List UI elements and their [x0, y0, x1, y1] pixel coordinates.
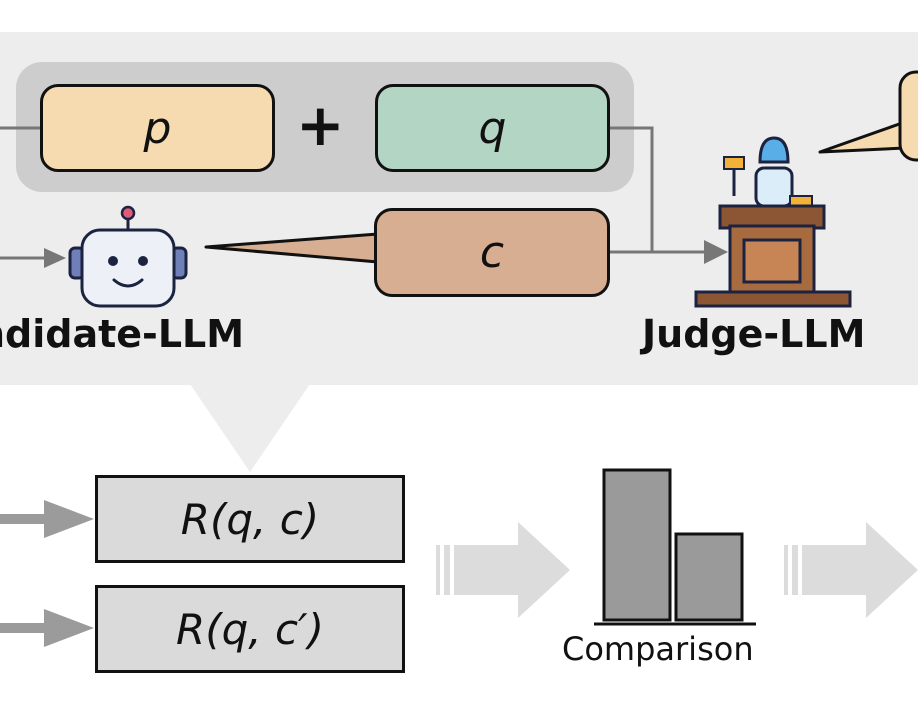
flow-arrow-icon	[436, 522, 570, 618]
robot-icon	[68, 205, 188, 308]
arrow-head-robot	[44, 248, 66, 268]
arrow-head-r1	[44, 500, 94, 538]
arrow-head-judge	[704, 240, 728, 264]
result-box-rqc-prime: R(q, c′)	[95, 585, 405, 673]
result-box-rqc: R(q, c)	[95, 475, 405, 563]
judge-speech-tail	[818, 120, 907, 154]
comparison-label: Comparison	[562, 630, 754, 668]
candidate-response-c: c	[374, 208, 610, 297]
question-token-q: q	[375, 84, 610, 172]
judge-llm-label: Judge-LLM	[642, 312, 866, 356]
q-to-judge-line	[610, 126, 654, 252]
judge-podium-icon	[694, 136, 852, 308]
judge-speech-bubble	[898, 70, 918, 162]
arrow-head-r2	[44, 609, 94, 647]
callout-pointer	[190, 384, 310, 472]
prompt-token-p: p	[40, 84, 275, 172]
flow-arrow-icon-2	[784, 522, 918, 618]
speech-tail-c	[204, 232, 380, 264]
candidate-llm-label: ndidate-LLM	[0, 312, 245, 356]
plus-sign: +	[296, 91, 345, 159]
comparison-chart-icon	[594, 468, 756, 626]
